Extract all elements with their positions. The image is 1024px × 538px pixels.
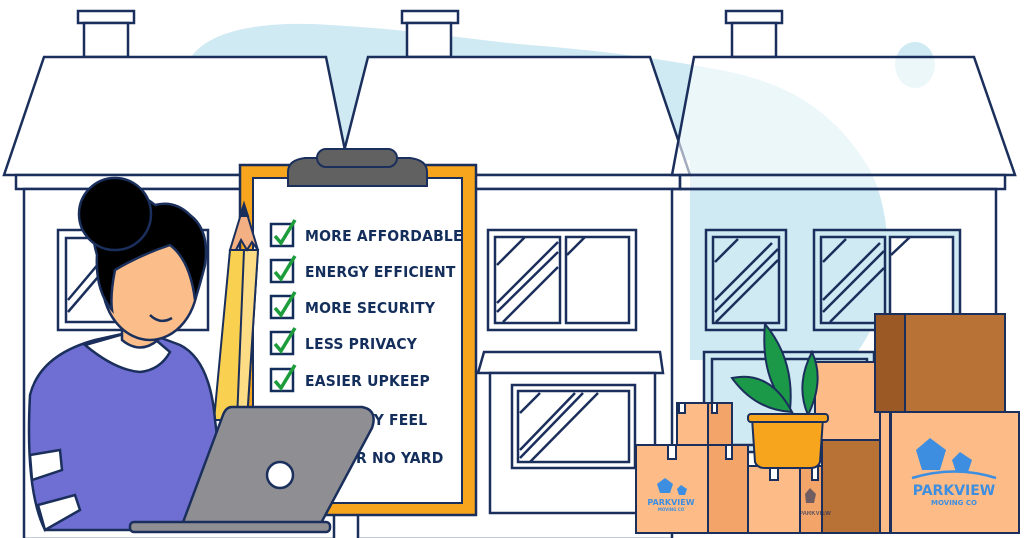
checklist-item-label: LESS PRIVACY bbox=[305, 335, 418, 353]
checkmark-icon bbox=[273, 255, 297, 282]
checklist-item: EASIER UPKEEP bbox=[269, 364, 430, 393]
checkbox-icon bbox=[269, 330, 295, 356]
company-name: PARKVIEW bbox=[799, 511, 831, 517]
checklist-item-label: ENERGY EFFICIENT bbox=[305, 263, 456, 281]
laptop-icon bbox=[128, 405, 375, 534]
company-tagline: MOVING CO bbox=[658, 507, 685, 512]
parkview-logo-tiny: PARKVIEW bbox=[799, 488, 831, 517]
potted-plant bbox=[730, 321, 829, 469]
checkmark-icon bbox=[273, 327, 297, 354]
checklist-item-label: MORE SECURITY bbox=[305, 299, 436, 317]
checkbox-icon bbox=[269, 258, 295, 284]
checklist-item: MORE AFFORDABLE bbox=[269, 219, 463, 248]
parkview-logo-large: PARKVIEW MOVING CO bbox=[911, 438, 997, 507]
company-tagline: MOVING CO bbox=[931, 499, 977, 507]
checklist: MORE AFFORDABLE ENERGY EFFICIENT MORE SE… bbox=[269, 219, 463, 467]
checklist-item: LESS PRIVACY bbox=[269, 327, 418, 356]
checklist-item: MORE SECURITY bbox=[269, 291, 436, 320]
checklist-item-label-partial: R NO YARD bbox=[356, 449, 444, 467]
company-name: PARKVIEW bbox=[913, 483, 996, 499]
checkbox-icon bbox=[269, 294, 295, 320]
checklist-item: ENERGY EFFICIENT bbox=[269, 255, 456, 284]
woman-figure bbox=[27, 176, 227, 532]
parkview-logo-small: PARKVIEW MOVING CO bbox=[647, 478, 695, 512]
checklist-item-label: MORE AFFORDABLE bbox=[305, 227, 463, 245]
checkmark-icon bbox=[273, 364, 297, 391]
checkbox-icon bbox=[269, 222, 295, 248]
checkbox-icon bbox=[269, 367, 295, 393]
checkmark-icon bbox=[273, 291, 297, 318]
checklist-item-label: EASIER UPKEEP bbox=[305, 372, 430, 390]
checklist-item-label-partial: TY FEEL bbox=[364, 411, 427, 429]
company-name: PARKVIEW bbox=[647, 498, 694, 507]
checkmark-icon bbox=[273, 219, 297, 246]
